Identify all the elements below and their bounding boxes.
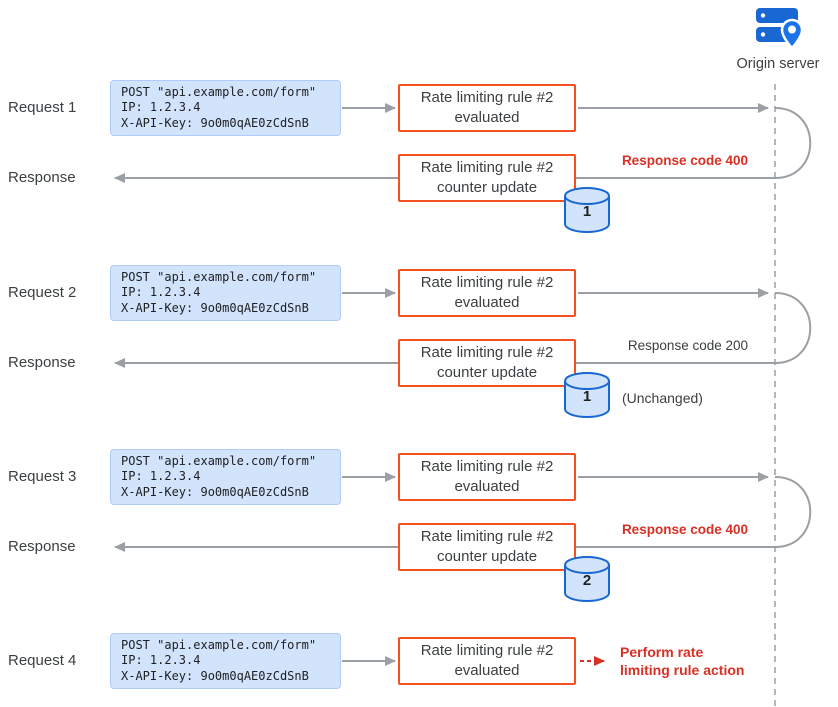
rule-counter-box-1: Rate limiting rule #2 counter update (398, 154, 576, 202)
packet-line-post: POST "api.example.com/form" (121, 453, 317, 468)
origin-server-label: Origin server (736, 56, 820, 72)
request-4-packet: POST "api.example.com/form" IP: 1.2.3.4 … (110, 633, 341, 689)
packet-line-post: POST "api.example.com/form" (121, 269, 317, 284)
response-1-label: Response (8, 169, 76, 186)
origin-server-icon (756, 8, 804, 50)
packet-line-ip: IP: 1.2.3.4 (121, 285, 201, 300)
response-code-3: Response code 400 (621, 522, 748, 537)
origin-loop-2 (774, 292, 812, 364)
counter-value-2: 1 (582, 388, 592, 405)
response-code-1: Response code 400 (621, 153, 748, 168)
rule-evaluated-box-4: Rate limiting rule #2 evaluated (398, 637, 576, 685)
packet-line-post: POST "api.example.com/form" (121, 637, 317, 652)
rule-evaluated-box-3: Rate limiting rule #2 evaluated (398, 453, 576, 501)
response-2-label: Response (8, 354, 76, 371)
request-3-packet: POST "api.example.com/form" IP: 1.2.3.4 … (110, 449, 341, 505)
origin-loop-1 (774, 107, 812, 179)
request-1-packet: POST "api.example.com/form" IP: 1.2.3.4 … (110, 80, 341, 136)
request-1-label: Request 1 (8, 99, 77, 116)
response-code-2: Response code 200 (627, 338, 748, 353)
counter-db-icon-1 (564, 187, 610, 233)
response-3-label: Response (8, 538, 76, 555)
request-2-packet: POST "api.example.com/form" IP: 1.2.3.4 … (110, 265, 341, 321)
rate-limit-action-label: Perform rate limiting rule action (620, 644, 745, 678)
rule-evaluated-box-1: Rate limiting rule #2 evaluated (398, 84, 576, 132)
request-2-label: Request 2 (8, 284, 77, 301)
packet-line-post: POST "api.example.com/form" (121, 84, 317, 99)
packet-line-apikey: X-API-Key: 9o0m0qAE0zCdSnB (121, 300, 309, 315)
request-3-label: Request 3 (8, 468, 77, 485)
packet-line-ip: IP: 1.2.3.4 (121, 653, 201, 668)
counter-db-icon-2 (564, 372, 610, 418)
request-4-label: Request 4 (8, 652, 77, 669)
counter-db-icon-3 (564, 556, 610, 602)
counter-unchanged-note: (Unchanged) (622, 390, 703, 406)
packet-line-ip: IP: 1.2.3.4 (121, 469, 201, 484)
packet-line-ip: IP: 1.2.3.4 (121, 100, 201, 115)
counter-value-1: 1 (582, 203, 592, 220)
packet-line-apikey: X-API-Key: 9o0m0qAE0zCdSnB (121, 115, 309, 130)
rule-counter-box-2: Rate limiting rule #2 counter update (398, 339, 576, 387)
rule-counter-box-3: Rate limiting rule #2 counter update (398, 523, 576, 571)
origin-loop-3 (774, 476, 812, 548)
rule-evaluated-box-2: Rate limiting rule #2 evaluated (398, 269, 576, 317)
packet-line-apikey: X-API-Key: 9o0m0qAE0zCdSnB (121, 668, 309, 683)
counter-value-3: 2 (582, 572, 592, 589)
packet-line-apikey: X-API-Key: 9o0m0qAE0zCdSnB (121, 484, 309, 499)
